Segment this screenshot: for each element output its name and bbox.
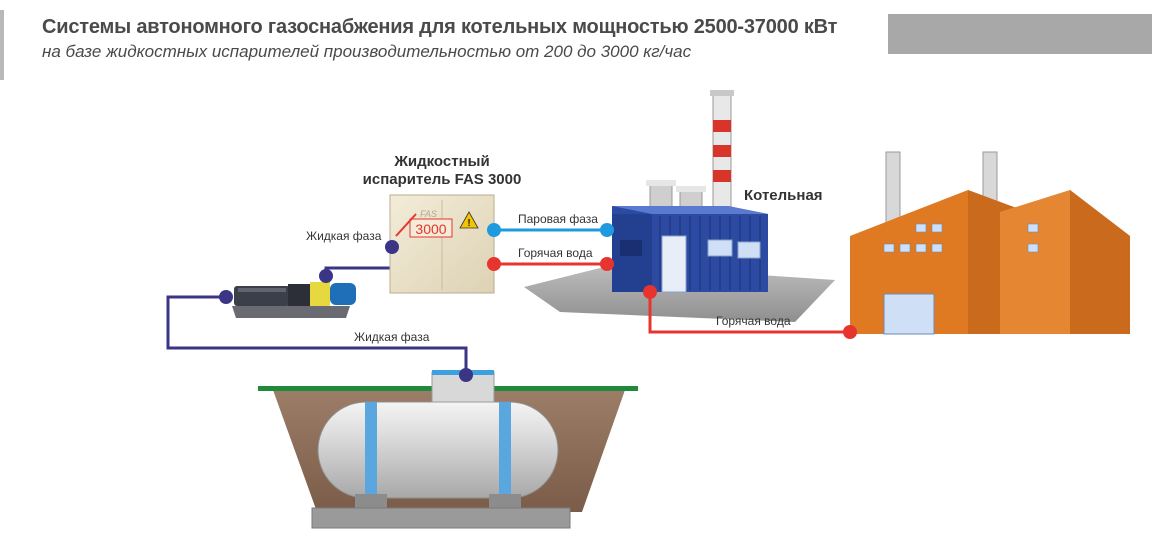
boiler-window-2 (737, 241, 761, 259)
boiler-door (661, 235, 687, 293)
tank-support-left (355, 494, 387, 510)
label-hot-water-bottom: Горячая вода (716, 314, 791, 328)
pump-coupling (310, 282, 330, 306)
tank-outlet-node (459, 368, 473, 382)
label-liquid-phase-bottom: Жидкая фаза (354, 330, 430, 344)
underground-tank (258, 370, 638, 529)
factory-hotwater-node (843, 325, 857, 339)
title-decor-bar (888, 14, 1152, 54)
boiler-vapor-inlet-node (600, 223, 614, 237)
evaporator-display: 3000 (415, 221, 446, 237)
title-accent-bar (0, 10, 4, 80)
tank-strap-right (499, 402, 511, 498)
gas-tank (317, 401, 559, 499)
label-hot-water-top: Горячая вода (518, 246, 593, 260)
pump-inlet-node (219, 290, 233, 304)
evaporator-fas3000: 3000 FAS ! (385, 194, 501, 294)
tank-support-right (489, 494, 521, 510)
boiler-label: Котельная (744, 187, 823, 204)
label-liquid-phase-top: Жидкая фаза (306, 229, 382, 243)
factory-gate (883, 293, 935, 335)
pump-head (330, 283, 356, 305)
liquid-pipe-pump-to-evaporator (324, 247, 394, 276)
evaporator-label-line1: Жидкостный (393, 153, 489, 170)
evaporator-brand: FAS (420, 209, 437, 219)
warning-icon (459, 211, 479, 229)
factory (843, 151, 1130, 339)
pump-base (232, 306, 350, 318)
tank-foundation (311, 507, 571, 529)
svg-text:!: ! (467, 218, 470, 229)
boiler-chimneys (646, 90, 734, 223)
pump-outlet-node (319, 269, 333, 283)
page-subtitle: на базе жидкостных испарителей производи… (42, 42, 692, 61)
boiler-window-1 (707, 239, 733, 257)
evaporator-liquid-inlet-node (385, 240, 399, 254)
pump-unit (219, 269, 356, 318)
boiler-hotwater-inlet-node (600, 257, 614, 271)
evaporator-label-line2: испаритель FAS 3000 (363, 171, 522, 188)
boiler-side-window (620, 240, 642, 256)
boiler-house (600, 206, 768, 299)
label-vapor-phase: Паровая фаза (518, 212, 598, 226)
hot-water-pipe-factory (648, 292, 850, 334)
tank-strap-left (365, 402, 377, 498)
liquid-pipe-tank-to-pump (166, 295, 468, 375)
page-title: Системы автономного газоснабжения для ко… (42, 16, 838, 38)
